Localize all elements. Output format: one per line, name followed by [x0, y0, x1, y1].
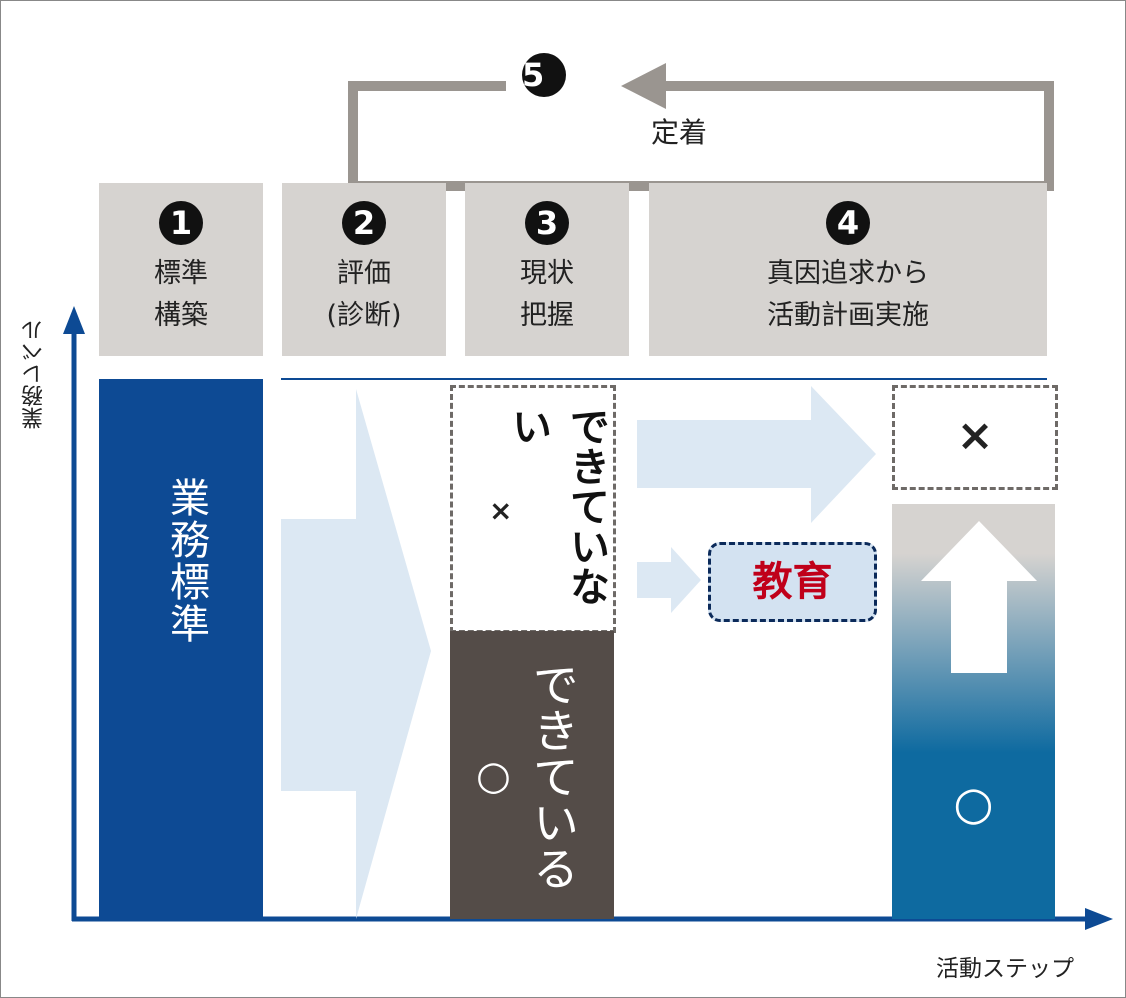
done-bar: できている ○ — [450, 631, 614, 919]
small-arrow — [637, 547, 701, 613]
step-number-5: 5 — [522, 53, 566, 97]
step-4: 4 真因追求から 活動計画実施 — [649, 183, 1047, 356]
step-number: 4 — [826, 201, 870, 245]
step-number: 1 — [159, 201, 203, 245]
step-3: 3 現状 把握 — [465, 183, 629, 356]
standard-bar: 業務標準 — [99, 379, 263, 919]
x-axis-arrowhead — [1085, 908, 1113, 930]
circle-mark: ○ — [476, 753, 511, 799]
loop-arrowhead — [621, 63, 666, 109]
step-label: 現状 把握 — [520, 258, 574, 331]
result-circle-mark: ○ — [953, 776, 994, 830]
x-axis-label: 活動ステップ — [936, 956, 1074, 982]
not-done-box: できていない × — [450, 385, 616, 633]
big-arrow — [637, 386, 876, 523]
step-1: 1 標準 構築 — [99, 183, 263, 356]
education-box: 教育 — [708, 542, 877, 622]
up-arrow-icon — [921, 521, 1037, 673]
cross-mark: × — [489, 494, 513, 527]
evaluation-chevron — [281, 389, 431, 919]
step-label: 評価 (診断) — [326, 258, 402, 331]
step-number: 3 — [525, 201, 569, 245]
result-cross-box: × — [892, 385, 1058, 490]
y-axis-arrowhead — [63, 306, 85, 334]
y-axis-label: 業務レベル — [22, 319, 47, 429]
standard-bar-label: 業務標準 — [163, 477, 209, 645]
step-label: 真因追求から 活動計画実施 — [767, 258, 929, 331]
not-done-label: できていない — [505, 406, 609, 606]
step-number: 2 — [342, 201, 386, 245]
step-label: 標準 構築 — [154, 258, 208, 331]
step-2: 2 評価 (診断) — [282, 183, 446, 356]
loop-label: 定着 — [651, 116, 708, 149]
done-label: できている — [526, 661, 580, 891]
